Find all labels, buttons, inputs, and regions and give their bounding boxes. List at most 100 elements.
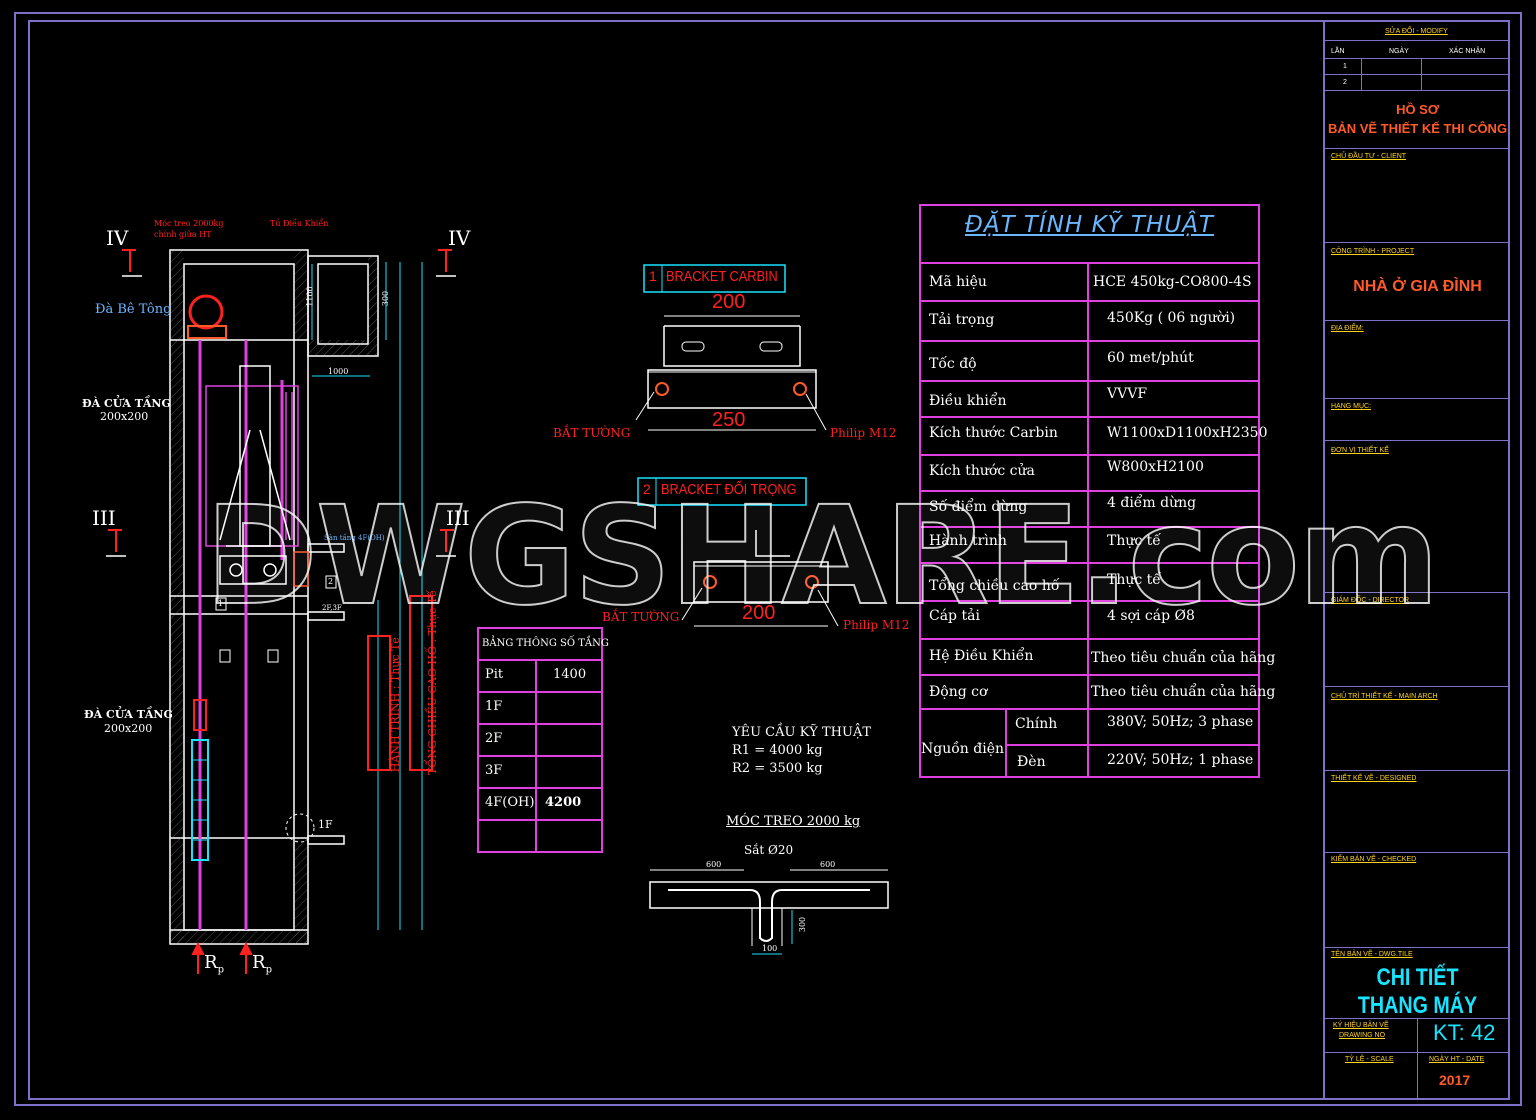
spec-label: Mã hiệu (929, 274, 987, 290)
spec-title: ĐẶT TÍNH KỸ THUẬT (965, 212, 1214, 238)
spec-label: Động cơ (929, 684, 988, 700)
drawing-no: KT: 42 (1433, 1020, 1496, 1045)
label-da-cua-tang-bottom: ĐÀ CỬA TẦNG (84, 708, 173, 721)
dwg-title-label: TÊN BẢN VẼ - DWG.TILE (1331, 951, 1413, 958)
bracket-carbin-drawing (635, 264, 827, 431)
tag-1: 1 (218, 599, 224, 608)
spec-value: HCE 450kg-CO800-4S (1093, 274, 1252, 290)
spec-value: W1100xD1100xH2350 (1107, 425, 1268, 441)
bracket-bolt-label: Philip M12 (830, 426, 897, 440)
floor-cell: 3F (485, 763, 503, 778)
label-beam-size-top: 200x200 (100, 410, 149, 423)
designed-label: THIẾT KẾ VẼ - DESIGNED (1331, 775, 1417, 782)
requirements-r2: R2 = 3500 kg (732, 761, 823, 776)
spec-value: Theo tiêu chuẩn của hãng (1091, 650, 1276, 666)
section-iii-right: III (446, 506, 470, 530)
spec-value: 4 điểm dừng (1107, 495, 1197, 511)
spec-label: Cáp tải (929, 608, 980, 624)
dim-300: 300 (381, 290, 391, 307)
reaction-right: Rp (252, 952, 272, 976)
label-da-cua-tang-top: ĐÀ CỬA TẦNG (82, 397, 171, 410)
scale-label: TỶ LỆ - SCALE (1345, 1056, 1394, 1063)
floor-table: BẢNG THÔNG SỐ TẦNG Pit 1400 1F 2F 3F 4F(… (477, 627, 609, 853)
spec-label: Hành trình (929, 533, 1007, 549)
drawing-no-label-1: KÝ HIỆU BẢN VẼ (1333, 1022, 1389, 1029)
revision-header: SỬA ĐỔI - MODIFY (1385, 28, 1448, 35)
spec-power-main-label: Chính (1015, 716, 1058, 732)
floor-cell: 1F (485, 699, 503, 714)
spec-power-main-value: 380V; 50Hz; 3 phase (1107, 714, 1254, 730)
hook-dim-bottom: 100 (762, 944, 778, 953)
spec-power-light-label: Đèn (1017, 754, 1046, 770)
label-beam-size-bottom: 200x200 (104, 722, 153, 735)
item-label: HẠNG MỤC: (1331, 403, 1372, 410)
drawing-no-label-2: DRAWING NO (1339, 1032, 1386, 1039)
bracket-carbin-title: BRACKET CARBIN (666, 268, 778, 285)
label-tong-chieu-cao: TỔNG CHIỀU CAO HỐ : Thực Tế (425, 590, 439, 775)
spec-label: Số điểm dừng (929, 499, 1028, 515)
spec-label: Kích thước cửa (929, 463, 1035, 479)
dwg-title: CHI TIẾT THANG MÁY (1357, 964, 1478, 1019)
spec-label: Hệ Điều Khiển (929, 648, 1034, 664)
section-iv-left: IV (106, 226, 129, 250)
spec-label: Kích thước Carbin (929, 425, 1058, 441)
hook-title: MÓC TREO 2000 kg (726, 814, 861, 829)
bracket-counter-wall-label: BẮT TƯỜNG (602, 610, 680, 624)
revision-col-ngay: NGÀY (1389, 48, 1409, 55)
floor-cell: Pit (485, 667, 504, 682)
tag-2: 2 (328, 577, 334, 586)
bracket-counter-title: BRACKET ĐỐI TRỌNG (661, 481, 797, 498)
revision-row-1: 1 (1343, 63, 1347, 70)
hook-steel: Sắt Ø20 (744, 843, 794, 857)
dim-1000: 1000 (328, 367, 349, 376)
dim-1100: 1100 (305, 286, 315, 307)
title-block: SỬA ĐỔI - MODIFY LẦN NGÀY XÁC NHẬN 1 2 H… (1323, 20, 1510, 1100)
label-control-cabinet: Tủ Điều Khiển (270, 219, 329, 228)
drawing-border-inner (28, 20, 1510, 1100)
hook-dim-left: 600 (706, 860, 722, 869)
spec-value: VVVF (1107, 386, 1148, 402)
bracket-counter-bolt-label: Philip M12 (843, 618, 910, 632)
floor-value: 1400 (553, 667, 587, 682)
ban-ve-title: BẢN VẼ THIẾT KẾ THI CÔNG (1327, 121, 1508, 136)
director-label: GIÁM ĐỐC - DIRECTOR (1331, 597, 1410, 604)
floor-table-title: BẢNG THÔNG SỐ TẦNG (482, 638, 609, 649)
bracket-counter-no: 2 (643, 481, 651, 497)
client-label: CHỦ ĐẦU TƯ - CLIENT (1331, 153, 1407, 160)
location-label: ĐỊA ĐIỂM: (1331, 325, 1364, 332)
bracket-counterweight-drawing (637, 477, 839, 627)
main-arch-label: CHỦ TRÌ THIẾT KẾ - MAIN ARCH (1331, 693, 1438, 700)
section-iv-right: IV (448, 226, 471, 250)
floor-cell: 2F (485, 731, 503, 746)
bracket-carbin-dim-top: 200 (712, 291, 746, 313)
floor-value: 4200 (545, 795, 582, 810)
spec-value: 4 sợi cáp Ø8 (1107, 608, 1195, 624)
label-floor-level: Sàn tầng 4F(OH) (324, 534, 385, 542)
drawing-border-outer (14, 12, 1522, 1106)
label-hook-note-2: chính giữa HT (154, 230, 212, 239)
spec-value: 450Kg ( 06 người) (1107, 310, 1236, 326)
reaction-left: Rp (204, 952, 224, 976)
spec-label: Tốc độ (929, 356, 977, 372)
spec-label: Điều khiển (929, 393, 1007, 409)
project-label: CÔNG TRÌNH - PROJECT (1331, 248, 1415, 255)
bracket-carbin-dim-bottom: 250 (712, 409, 746, 431)
label-stop-2f-3f: 2F,3F (322, 604, 342, 612)
hook-drawing (649, 869, 889, 955)
label-floor-1f: 1F (318, 818, 333, 831)
spec-label: Tổng chiều cao hố (929, 578, 1060, 594)
spec-table: ĐẶT TÍNH KỸ THUẬT Mã hiệu HCE 450kg-CO80… (919, 204, 1275, 778)
spec-value: Thực tế (1107, 533, 1161, 549)
revision-col-lan: LẦN (1331, 48, 1345, 55)
spec-value: Thực tế (1107, 572, 1161, 588)
bracket-wall-label: BẮT TƯỜNG (553, 426, 631, 440)
requirements-title: YÊU CẦU KỸ THUẬT (732, 725, 872, 740)
spec-value: Theo tiêu chuẩn của hãng (1091, 684, 1276, 700)
label-da-be-tong: Đà Bê Tông (95, 302, 172, 317)
spec-power-light-value: 220V; 50Hz; 1 phase (1107, 752, 1254, 768)
spec-value: W800xH2100 (1107, 459, 1204, 475)
ho-so-title: HỒ SƠ (1396, 102, 1439, 117)
hook-dim-right: 600 (820, 860, 836, 869)
